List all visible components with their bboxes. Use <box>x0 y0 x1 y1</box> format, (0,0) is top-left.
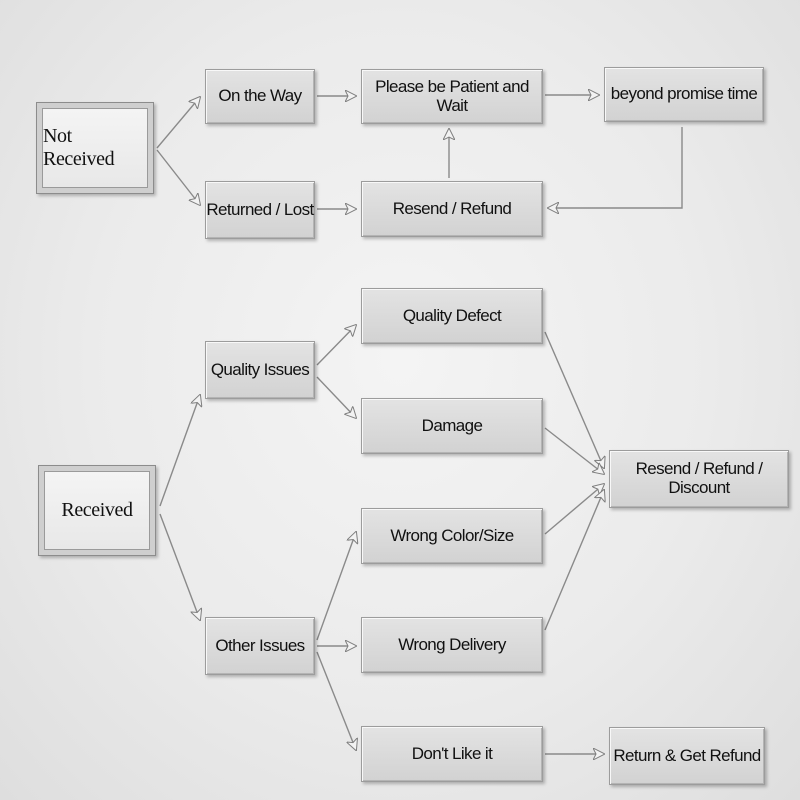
arrow-beyond-promise-to-resend-refund <box>548 127 683 208</box>
quality-issues-node: Quality Issues <box>205 341 315 399</box>
arrow-other-issues-to-wrong-color <box>316 532 356 641</box>
arrow-wrong-delivery-to-discount <box>544 490 604 631</box>
arrow-other-issues-to-dont-like <box>316 651 356 750</box>
returned-lost-node: Returned / Lost <box>205 181 315 239</box>
arrow-quality-issues-to-damage <box>316 376 356 418</box>
beyond-promise-time-node: beyond promise time <box>604 67 764 122</box>
other-issues-node: Other Issues <box>205 617 315 675</box>
resend-refund-node: Resend / Refund <box>361 181 543 237</box>
wrong-color-size-node: Wrong Color/Size <box>361 508 543 564</box>
arrow-quality-defect-to-discount <box>544 331 604 468</box>
quality-defect-node: Quality Defect <box>361 288 543 344</box>
wrong-delivery-node: Wrong Delivery <box>361 617 543 673</box>
received-node: Received <box>38 465 156 556</box>
received-label: Received <box>44 471 150 550</box>
on-the-way-node: On the Way <box>205 69 315 124</box>
dont-like-it-node: Don't Like it <box>361 726 543 782</box>
arrow-received-to-other-issues <box>159 513 200 620</box>
arrow-wrong-color-to-discount <box>544 484 604 535</box>
please-wait-node: Please be Patient and Wait <box>361 69 543 124</box>
not-received-node: Not Received <box>36 102 154 194</box>
arrow-not-received-to-on-the-way <box>156 97 200 149</box>
arrow-damage-to-discount <box>544 427 604 474</box>
return-get-refund-node: Return & Get Refund <box>609 727 765 785</box>
not-received-label: Not Received <box>42 108 148 188</box>
arrow-quality-issues-to-quality-defect <box>316 325 356 366</box>
arrow-received-to-quality-issues <box>159 395 200 507</box>
resend-refund-discount-node: Resend / Refund / Discount <box>609 450 789 508</box>
damage-node: Damage <box>361 398 543 454</box>
arrow-not-received-to-returned-lost <box>156 149 200 205</box>
